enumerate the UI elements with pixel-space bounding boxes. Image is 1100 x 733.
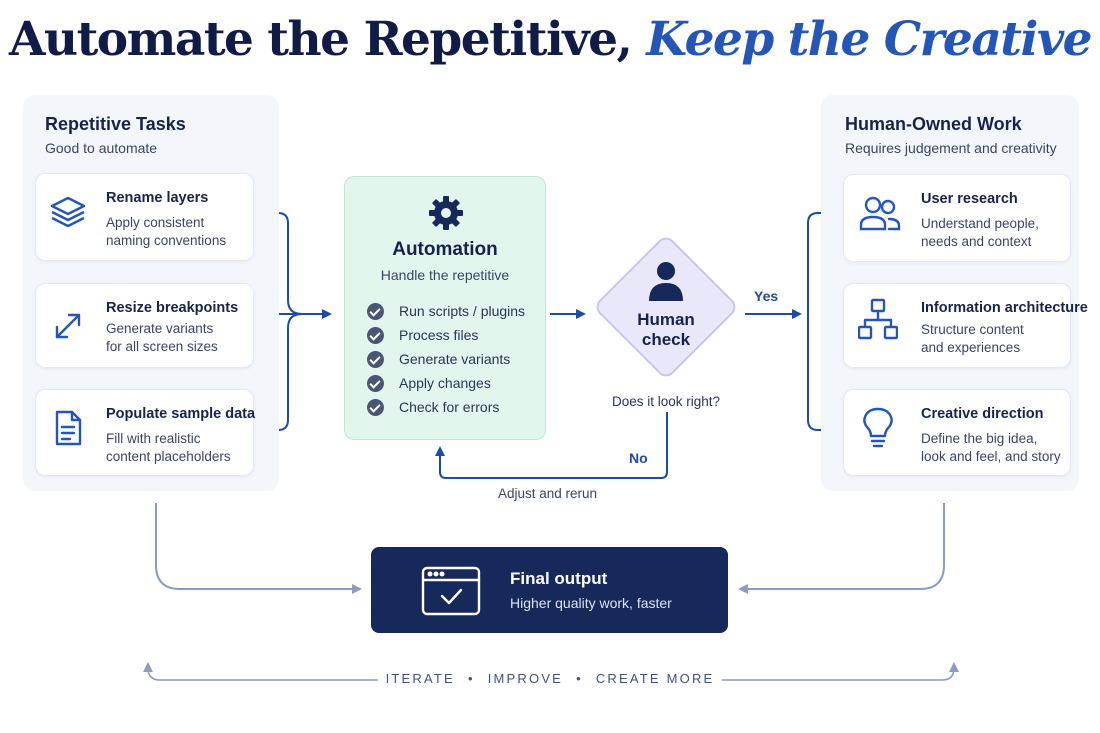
card-description-line: Apply consistent [106,215,205,230]
card-description: Fill with realistic content placeholders [106,430,231,466]
check-circle-icon [367,374,384,392]
automation-step-label: Generate variants [399,351,511,367]
automation-step-label: Apply changes [399,375,491,391]
card-description: Define the big idea, look and feel, and s… [921,430,1061,466]
card-description-line: for all screen sizes [106,339,218,354]
human-owned-work-subtitle: Requires judgement and creativity [845,140,1057,156]
card-creative-direction[interactable]: Creative direction Define the big idea, l… [843,389,1071,476]
card-description-line: Generate variants [106,321,214,336]
automation-step: Generate variants [367,347,525,371]
card-description-line: content placeholders [106,449,231,464]
document-icon [55,410,82,446]
card-description-line: Fill with realistic [106,431,201,446]
card-description-line: Define the big idea, [921,431,1038,446]
footer-step-iterate: ITERATE [385,671,455,686]
card-title: Populate sample data [106,406,256,422]
repetitive-tasks-title: Repetitive Tasks [45,114,186,134]
browser-check-icon [421,566,481,616]
card-description-line: Understand people, [921,216,1039,231]
automation-steps-list: Run scripts / plugins Process files Gene… [367,299,525,419]
card-description: Generate variants for all screen sizes [106,320,218,356]
human-owned-work-title: Human-Owned Work [845,114,1022,134]
card-description: Structure content and experiences [921,321,1024,357]
automation-subtitle: Handle the repetitive [380,267,510,283]
card-description-line: Structure content [921,322,1024,337]
lightbulb-icon [863,407,893,448]
card-title: Rename layers [106,190,209,206]
card-user-research[interactable]: User research Understand people, needs an… [843,174,1071,262]
card-description: Understand people, needs and context [921,215,1039,251]
iterate-footer: ITERATE • IMPROVE • CREATE MORE [370,671,730,686]
card-description-line: needs and context [921,234,1032,249]
check-circle-icon [367,326,384,344]
sitemap-icon [858,298,898,340]
card-title: Information architecture [921,300,1088,316]
users-icon [859,196,901,231]
automation-step: Run scripts / plugins [367,299,525,323]
automation-title: Automation [392,239,498,260]
footer-separator: • [467,671,475,686]
resize-arrows-icon [55,313,81,339]
person-icon [649,262,683,301]
final-output-subtitle: Higher quality work, faster [510,595,672,611]
automation-step-label: Run scripts / plugins [399,303,526,319]
adjust-rerun-label: Adjust and rerun [498,486,598,501]
automation-step: Check for errors [367,395,525,419]
title-main: Automate the Repetitive, [8,12,647,67]
automation-step-label: Check for errors [399,399,500,415]
automation-step: Process files [367,323,525,347]
page-title: Automate the Repetitive, Keep the Creati… [0,12,1100,67]
automation-box[interactable]: Automation Handle the repetitive Run scr… [344,176,546,440]
check-circle-icon [367,398,384,416]
card-description-line: naming conventions [106,233,227,248]
check-circle-icon [367,350,384,368]
card-rename-layers[interactable]: Rename layers Apply consistent naming con… [35,173,254,261]
human-check-question: Does it look right? [612,394,721,409]
automation-step: Apply changes [367,371,525,395]
layers-icon [50,196,86,228]
no-label: No [629,450,648,466]
footer-step-improve: IMPROVE [487,671,564,686]
title-accent: Keep the Creative [646,12,1092,67]
human-check-title-line: check [641,330,691,349]
check-circle-icon [367,302,384,320]
card-information-architecture[interactable]: Information architecture Structure conte… [843,283,1088,368]
footer-separator: • [576,671,583,686]
human-check-decision[interactable] [592,233,740,381]
right-to-final-connector [738,503,945,594]
card-populate-sample-data[interactable]: Populate sample data Fill with realistic… [35,389,256,476]
human-check-title-line: Human [637,310,695,329]
card-title: Creative direction [921,406,1044,422]
footer-step-create-more: CREATE MORE [595,671,715,686]
repetitive-tasks-subtitle: Good to automate [45,140,158,156]
card-title: Resize breakpoints [106,300,239,316]
card-description-line: look and feel, and story [921,449,1061,464]
card-description-line: and experiences [921,340,1021,355]
card-resize-breakpoints[interactable]: Resize breakpoints Generate variants for … [35,283,254,368]
final-output-box[interactable]: Final output Higher quality work, faster [371,547,728,633]
yes-label: Yes [754,288,779,304]
final-output-title: Final output [510,569,608,588]
card-description: Apply consistent naming conventions [106,214,226,250]
left-to-final-connector [155,503,362,594]
gear-icon [429,196,463,230]
card-title: User research [921,191,1018,207]
automation-step-label: Process files [399,327,479,343]
